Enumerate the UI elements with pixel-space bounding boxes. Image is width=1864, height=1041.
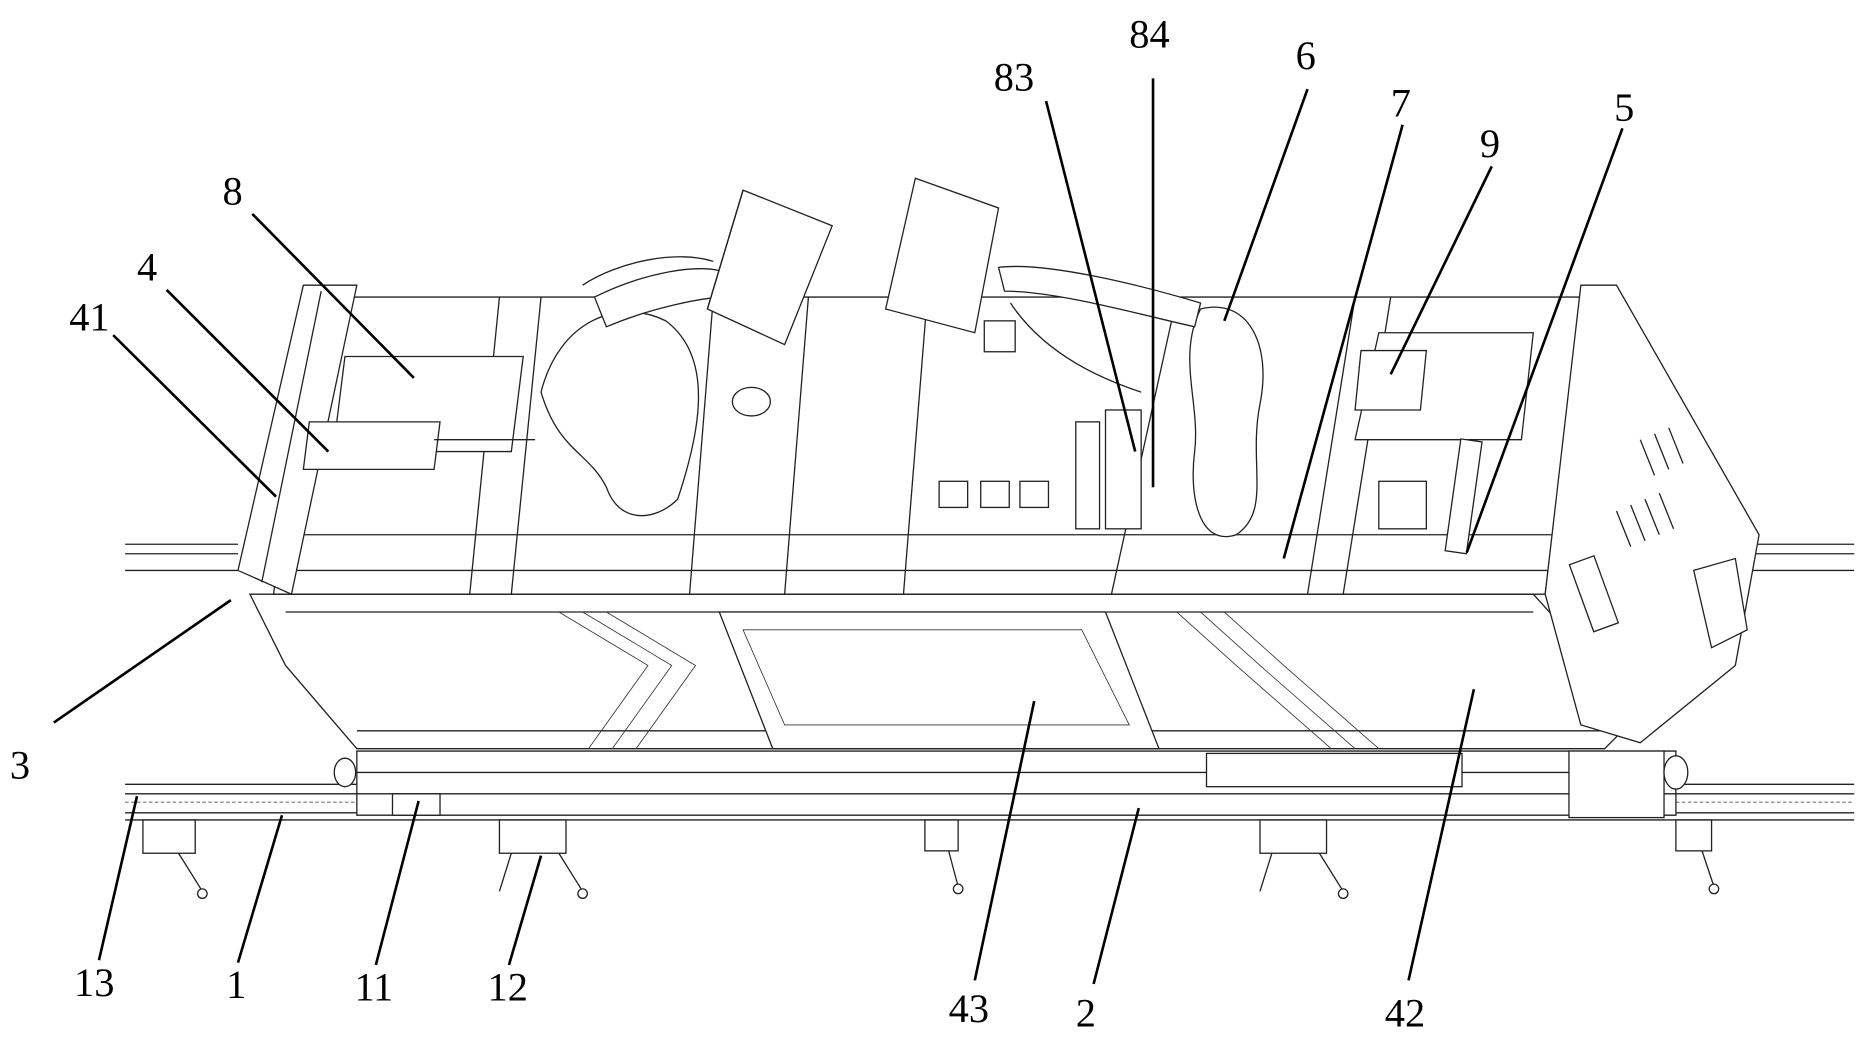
label-84: 84 [1129, 12, 1169, 57]
vent-slots [1615, 427, 1684, 547]
reference-labels: 8 4 41 3 83 84 6 7 9 5 13 1 11 12 43 2 4… [10, 12, 1634, 1036]
label-6: 6 [1296, 33, 1316, 78]
rail-clamps [142, 819, 1720, 900]
label-13: 13 [74, 960, 114, 1005]
label-11: 11 [354, 965, 393, 1010]
label-7: 7 [1391, 80, 1411, 125]
leader-lines [53, 78, 1624, 985]
label-41: 41 [69, 294, 109, 339]
label-8: 8 [223, 168, 243, 213]
label-12: 12 [488, 965, 528, 1010]
robotic-arm-left [540, 189, 834, 517]
label-9: 9 [1480, 121, 1500, 166]
label-2: 2 [1076, 991, 1096, 1036]
label-43: 43 [949, 986, 989, 1031]
label-1: 1 [226, 962, 246, 1007]
label-4: 4 [137, 244, 157, 289]
label-42: 42 [1385, 991, 1425, 1036]
robotic-arm-right [884, 177, 1264, 538]
label-83: 83 [994, 54, 1034, 99]
label-5: 5 [1614, 85, 1634, 130]
main-body [237, 284, 1760, 750]
label-3: 3 [10, 742, 30, 787]
